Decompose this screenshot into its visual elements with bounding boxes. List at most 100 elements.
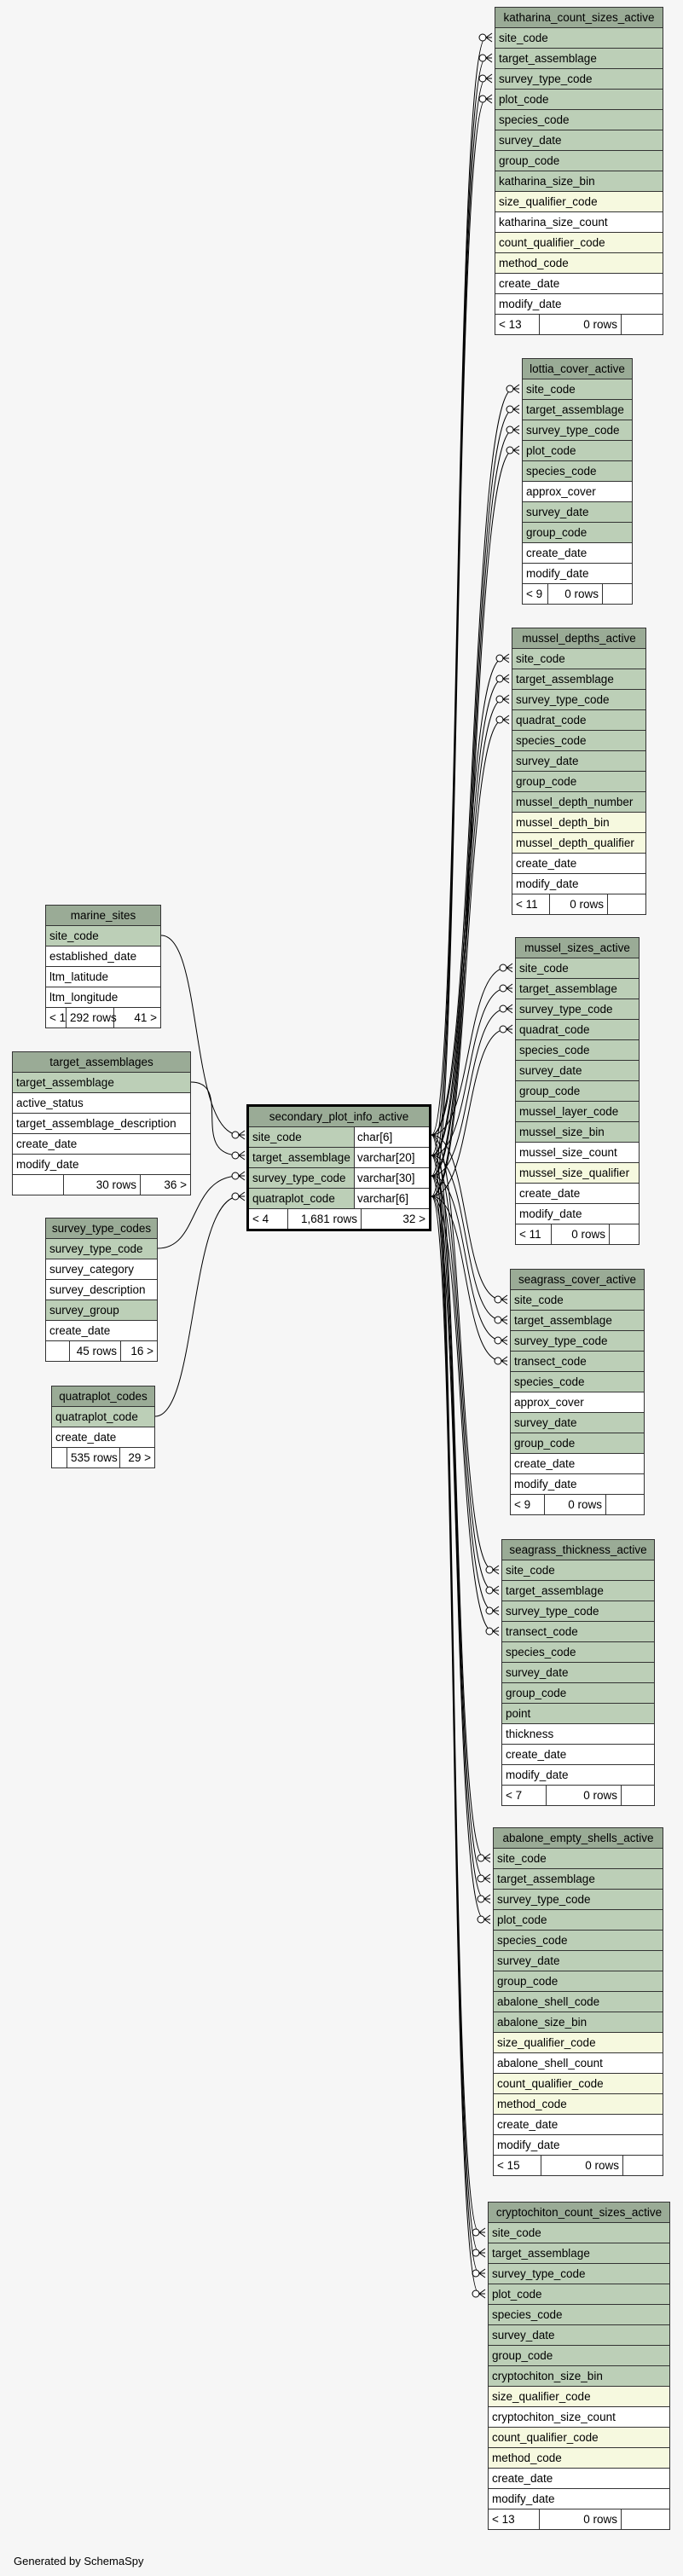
- table-title[interactable]: katharina_count_sizes_active: [495, 8, 663, 28]
- column-row: modify_date: [495, 294, 663, 315]
- column-row: mussel_depth_number: [512, 792, 645, 813]
- table-title[interactable]: abalone_empty_shells_active: [494, 1828, 663, 1849]
- column-name: plot_code: [492, 2288, 542, 2301]
- parent-link-end: [231, 1131, 240, 1139]
- child-link-end: [495, 654, 504, 663]
- column-name: approx_cover: [526, 485, 596, 498]
- column-name: modify_date: [514, 1478, 577, 1491]
- column-row: abalone_shell_count: [494, 2053, 663, 2074]
- column-row: mussel_size_count: [516, 1143, 639, 1163]
- column-row: approx_cover: [511, 1392, 644, 1413]
- parent-link-end-crowfoot: [238, 1130, 246, 1140]
- child-link-line: [431, 429, 514, 1177]
- child-link-end-crowfoot: [502, 715, 510, 725]
- parent-link-end: [231, 1172, 240, 1180]
- column-name: quatraplot_code: [252, 1192, 335, 1205]
- column-name: mussel_depth_bin: [516, 816, 610, 829]
- table-title[interactable]: mussel_depths_active: [512, 628, 645, 649]
- child-link-end-crowfoot: [485, 73, 493, 84]
- child-link-line: [431, 967, 507, 1136]
- child-link-line: [431, 1175, 494, 1612]
- table-title[interactable]: seagrass_thickness_active: [502, 1540, 654, 1560]
- child-link-end: [477, 1915, 485, 1924]
- table-title[interactable]: mussel_sizes_active: [516, 938, 639, 958]
- column-row: katharina_size_count: [495, 212, 663, 233]
- column-row: site_code: [523, 379, 632, 400]
- child-link-end-crowfoot: [478, 2268, 486, 2278]
- column-name: survey_type_code: [492, 2267, 586, 2280]
- column-row: species_code: [489, 2305, 669, 2325]
- column-name: abalone_shell_count: [497, 2057, 603, 2069]
- column-row: target_assemblage: [512, 669, 645, 690]
- table-title[interactable]: marine_sites: [46, 906, 160, 926]
- column-row: survey_type_code: [489, 2264, 669, 2284]
- column-row: target_assemblage: [489, 2243, 669, 2264]
- child-link-line: [431, 1134, 502, 1300]
- column-row: species_code: [495, 110, 663, 130]
- column-name: species_code: [497, 1934, 568, 1947]
- table-title[interactable]: cryptochiton_count_sizes_active: [489, 2203, 669, 2223]
- column-row: group_code: [523, 523, 632, 543]
- child-link-end: [485, 1566, 494, 1574]
- column-name: count_qualifier_code: [499, 236, 605, 249]
- child-link-end: [499, 984, 507, 993]
- child-link-end: [477, 1895, 485, 1903]
- child-link-end-crowfoot: [501, 1335, 508, 1346]
- table-title[interactable]: lottia_cover_active: [523, 359, 632, 379]
- column-row: mussel_depth_bin: [512, 813, 645, 833]
- row-count: 45 rows: [70, 1341, 121, 1361]
- parent-link-end-crowfoot: [238, 1191, 246, 1201]
- column-name: modify_date: [506, 1768, 569, 1781]
- table-title[interactable]: survey_type_codes: [46, 1219, 157, 1239]
- child-count: 41 >: [134, 1011, 157, 1024]
- column-name: group_code: [506, 1687, 567, 1699]
- row-count: 30 rows: [64, 1175, 141, 1195]
- row-count: 1,681 rows: [288, 1209, 362, 1229]
- parent-link-end: [231, 1151, 240, 1160]
- child-link-end: [506, 446, 514, 454]
- row-count: 0 rows: [552, 1224, 610, 1244]
- row-count: 0 rows: [548, 584, 603, 604]
- column-row: target_assemblage: [13, 1073, 190, 1093]
- column-name: survey_type_code: [497, 1893, 591, 1906]
- child-link-end-crowfoot: [502, 694, 510, 704]
- column-name: target_assemblage: [497, 1873, 595, 1885]
- column-name: species_code: [492, 2308, 563, 2321]
- row-count: 0 rows: [540, 315, 622, 334]
- column-name: site_code: [506, 1564, 555, 1577]
- child-count: [606, 1495, 644, 1514]
- column-name: survey_type_code: [514, 1334, 608, 1347]
- child-link-end-crowfoot: [501, 1356, 508, 1366]
- child-count: [622, 2509, 669, 2529]
- column-row: modify_date: [512, 874, 645, 894]
- child-link-end-crowfoot: [483, 1853, 491, 1863]
- column-row: size_qualifier_code: [489, 2387, 669, 2407]
- table-title[interactable]: quatraplot_codes: [52, 1386, 154, 1407]
- column-row: modify_date: [511, 1474, 644, 1495]
- child-link-end: [478, 95, 487, 103]
- column-row: create_date: [512, 854, 645, 874]
- column-name: target_assemblage: [16, 1076, 114, 1089]
- child-link-end-crowfoot: [506, 1004, 513, 1014]
- row-count: 0 rows: [545, 1495, 606, 1514]
- column-row: site_code: [512, 649, 645, 669]
- column-name: plot_code: [499, 93, 549, 106]
- table-title[interactable]: secondary_plot_info_active: [249, 1107, 429, 1127]
- table-title[interactable]: seagrass_cover_active: [511, 1270, 644, 1290]
- table-title[interactable]: target_assemblages: [13, 1052, 190, 1073]
